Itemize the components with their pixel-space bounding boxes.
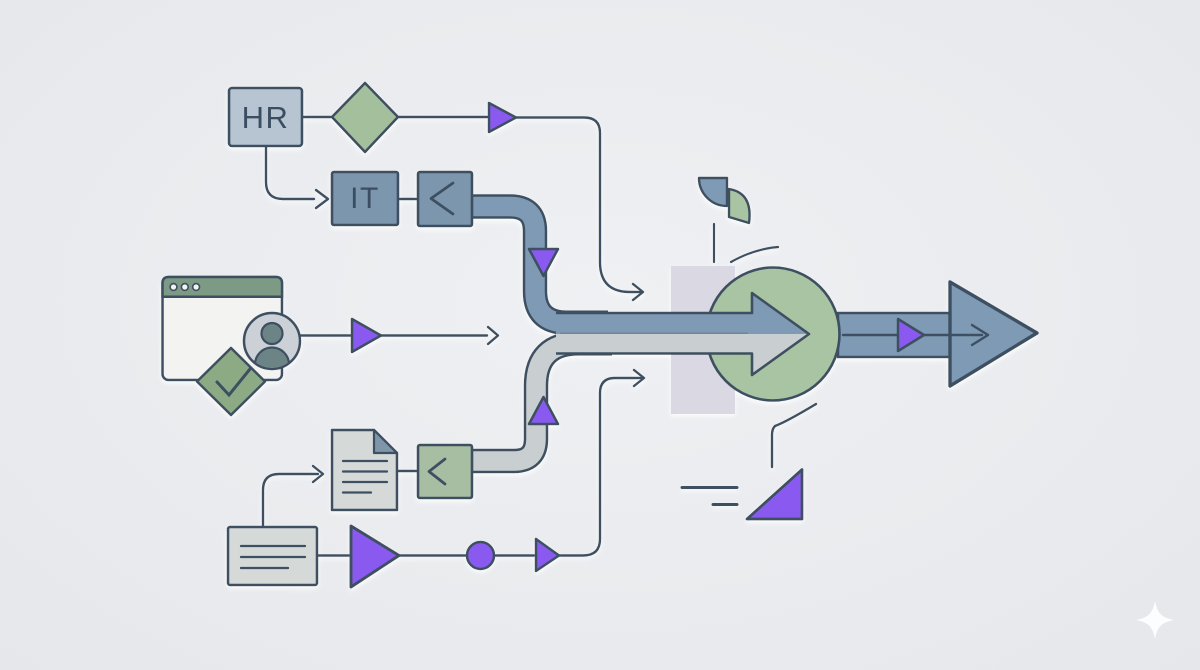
dot-node-icon: [465, 540, 496, 571]
card-to-doc-line: [261, 472, 320, 529]
diagram-root: HR IT: [161, 81, 1039, 589]
sparkle-icon: [1136, 601, 1174, 639]
decor-top: [697, 176, 780, 264]
portal-flow: [161, 275, 500, 417]
output-arrow: [836, 280, 1039, 388]
flow-arrowhead: [632, 368, 646, 388]
decision-diamond: [330, 81, 400, 154]
flow-marker-triangle: [896, 317, 926, 353]
hr-label: HR: [242, 100, 290, 135]
hr-box: [227, 86, 304, 148]
browser-header: [161, 275, 284, 298]
hr-route-line: [514, 116, 643, 294]
flow-arrowhead: [311, 464, 325, 484]
note-card-icon: [226, 525, 319, 587]
flow-arrowhead: [970, 323, 990, 347]
hr-to-it-line: [264, 144, 316, 201]
it-box: [330, 170, 400, 227]
play-triangle-icon: [349, 524, 401, 589]
check-diamond-icon: [195, 346, 267, 417]
decor-arc: [729, 245, 780, 264]
queue-flow: [226, 368, 646, 589]
browser-dot: [169, 282, 178, 292]
avatar-head: [260, 321, 284, 346]
decor-bottom: [680, 402, 818, 521]
fan-icon-blue: [697, 176, 729, 208]
fan-icon-green: [727, 187, 751, 225]
merged-arrow: [556, 291, 811, 377]
merged-arrow-outline: [556, 291, 811, 377]
decor-hook-line: [770, 402, 818, 469]
browser-dot: [191, 282, 201, 292]
flow-marker-triangle-down: [527, 247, 560, 278]
hr-flow: HR: [227, 81, 645, 302]
flow-marker-triangle-up: [527, 395, 560, 426]
flow-arrowhead: [486, 325, 500, 346]
note-card-lines: [239, 544, 307, 570]
flow-marker-triangle: [534, 537, 561, 573]
check-icon: [215, 367, 252, 398]
doc-intake-box: [416, 443, 474, 500]
flow-marker-triangle: [350, 317, 383, 354]
it-label: IT: [350, 182, 380, 215]
chevron-left-icon: [429, 181, 455, 216]
document-flow: [261, 331, 612, 529]
chevron-left-icon: [427, 457, 447, 486]
flow-arrowhead: [631, 282, 645, 302]
decor-right-triangle: [745, 468, 804, 521]
flow-marker-triangle: [487, 101, 518, 134]
document-fold: [372, 428, 399, 455]
browser-dot: [180, 282, 190, 292]
document-icon: [330, 428, 399, 512]
queue-route-line: [557, 376, 644, 557]
flow-arrowhead: [314, 188, 330, 210]
check-diamond: [195, 346, 267, 417]
document-text-lines: [341, 459, 389, 494]
it-flow: IT: [330, 170, 608, 335]
user-avatar-icon: [242, 311, 302, 371]
it-intake-box: [416, 170, 474, 228]
